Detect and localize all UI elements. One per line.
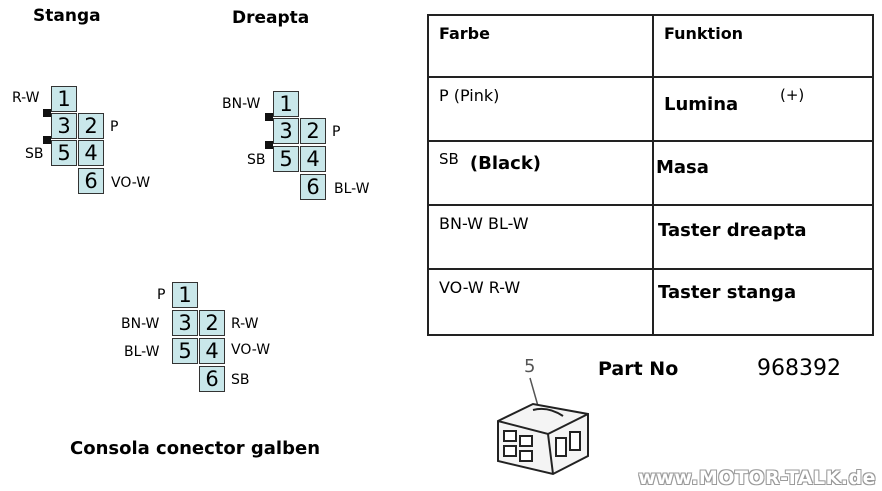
- table-header-row: Farbe Funktion: [427, 14, 874, 78]
- dreapta-latch-top: [265, 113, 273, 121]
- consola-pin-1: 1: [172, 282, 198, 308]
- stanga-pin-3: 3: [51, 113, 77, 139]
- consola-pin-4: 4: [199, 338, 225, 364]
- stanga-latch-top: [43, 109, 51, 117]
- consola-title: Consola conector galben: [70, 438, 321, 459]
- row3-farbe: BN-W BL-W: [427, 204, 654, 270]
- dreapta-pin-4: 4: [300, 146, 326, 172]
- stanga-pin-2: 2: [78, 113, 104, 139]
- connector-callout-number: 5: [524, 356, 536, 377]
- row2-farbe: SB (Black): [427, 140, 654, 206]
- table-row: P (Pink) Lumina (+): [427, 76, 874, 142]
- consola-label-pin5: BL-W: [124, 344, 160, 360]
- dreapta-pin-6: 6: [300, 174, 326, 200]
- consola-pin-5: 5: [172, 338, 198, 364]
- header-funktion: Funktion: [652, 14, 874, 78]
- dreapta-pin-1: 1: [273, 91, 299, 117]
- row4-funktion: Taster stanga: [652, 268, 874, 336]
- color-function-table: Farbe Funktion P (Pink) Lumina (+) SB (B…: [427, 14, 874, 336]
- row1-farbe: P (Pink): [427, 76, 654, 142]
- consola-label-pin3: BN-W: [121, 316, 160, 332]
- dreapta-title: Dreapta: [232, 8, 310, 28]
- dreapta-label-pin1: BN-W: [222, 96, 261, 112]
- stanga-label-pin6: VO-W: [111, 175, 151, 191]
- dreapta-label-pin5: SB: [247, 152, 266, 168]
- dreapta-latch-bottom: [265, 141, 273, 149]
- stanga-pin-4: 4: [78, 140, 104, 166]
- row4-farbe: VO-W R-W: [427, 268, 654, 336]
- consola-pin-3: 3: [172, 310, 198, 336]
- consola-pin-6: 6: [199, 366, 225, 392]
- consola-pin-2: 2: [199, 310, 225, 336]
- consola-label-pin4: VO-W: [231, 342, 271, 358]
- stanga-latch-bottom: [43, 136, 51, 144]
- table-row: SB (Black) Masa: [427, 140, 874, 206]
- consola-label-pin2: R-W: [231, 316, 259, 332]
- stanga-label-pin5: SB: [25, 146, 44, 162]
- part-no-label: Part No: [598, 358, 679, 380]
- header-farbe: Farbe: [427, 14, 654, 78]
- part-number: 968392: [757, 356, 841, 381]
- dreapta-label-pin2: P: [332, 124, 341, 140]
- stanga-label-pin1: R-W: [12, 90, 40, 106]
- row2-funktion: Masa: [652, 140, 874, 206]
- stanga-label-pin2: P: [110, 119, 119, 135]
- dreapta-pin-3: 3: [273, 118, 299, 144]
- consola-label-pin1: P: [157, 287, 166, 303]
- consola-label-pin6: SB: [231, 372, 250, 388]
- stanga-pin-5: 5: [51, 140, 77, 166]
- connector-housing-illustration: [497, 377, 589, 476]
- table-row: BN-W BL-W Taster dreapta: [427, 204, 874, 270]
- watermark: www.MOTOR-TALK.de: [638, 467, 876, 489]
- dreapta-label-pin6: BL-W: [334, 181, 370, 197]
- dreapta-pin-5: 5: [273, 146, 299, 172]
- stanga-pin-1: 1: [51, 86, 77, 112]
- stanga-title: Stanga: [33, 6, 101, 26]
- row3-funktion: Taster dreapta: [652, 204, 874, 270]
- table-row: VO-W R-W Taster stanga: [427, 268, 874, 336]
- row1-funktion: Lumina (+): [652, 76, 874, 142]
- stanga-pin-6: 6: [78, 168, 104, 194]
- dreapta-pin-2: 2: [300, 118, 326, 144]
